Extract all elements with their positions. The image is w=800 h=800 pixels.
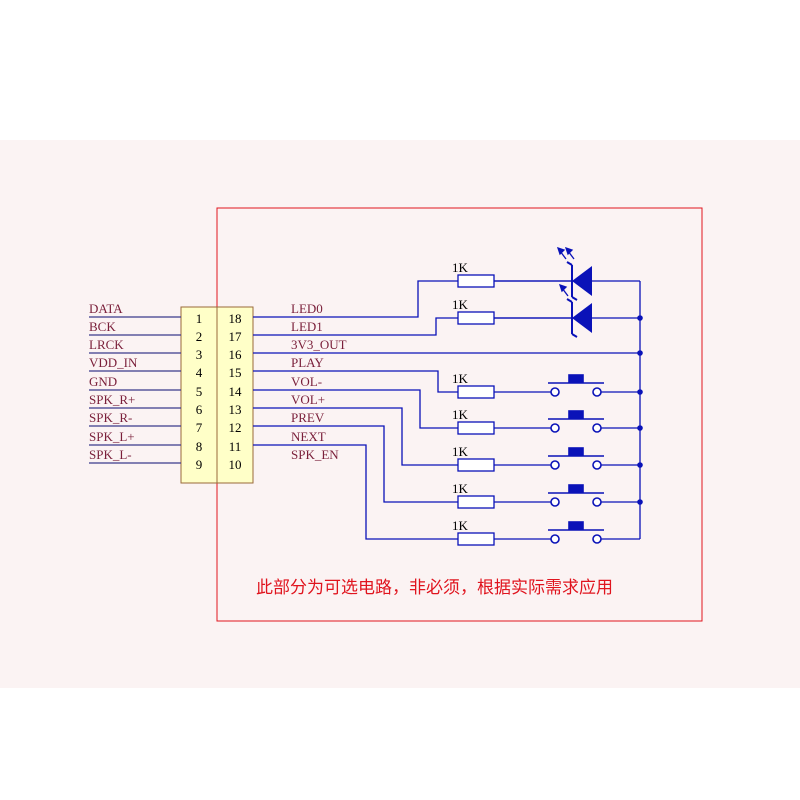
pin-number: 12 bbox=[229, 420, 242, 435]
pin-number: 5 bbox=[196, 384, 203, 399]
junction-dot bbox=[637, 389, 643, 395]
junction-dot bbox=[637, 462, 643, 468]
signal-label: GND bbox=[89, 374, 117, 389]
resistor bbox=[457, 311, 495, 325]
resistor-label: 1K bbox=[452, 444, 469, 459]
light-arrow-icon bbox=[558, 283, 569, 297]
signal-label: SPK_L- bbox=[89, 447, 132, 462]
wire-play bbox=[253, 370, 458, 393]
push-button bbox=[548, 410, 604, 433]
pin-number: 4 bbox=[196, 365, 203, 380]
pin-number: 3 bbox=[196, 347, 203, 362]
junction-dot bbox=[637, 350, 643, 356]
signal-label: DATA bbox=[89, 301, 123, 316]
led-cathode-tick bbox=[566, 298, 573, 303]
resistor-label: 1K bbox=[452, 297, 469, 312]
signal-label: LED0 bbox=[291, 301, 323, 316]
wire-led0 bbox=[253, 280, 458, 318]
signal-label: VOL+ bbox=[291, 392, 325, 407]
resistor bbox=[457, 532, 495, 546]
wire-led1 bbox=[253, 317, 458, 336]
pin-number: 7 bbox=[196, 420, 203, 435]
resistor-label: 1K bbox=[452, 371, 469, 386]
optional-circuit-note: 此部分为可选电路，非必须，根据实际需求应用 bbox=[256, 578, 613, 598]
pin-number: 9 bbox=[196, 457, 203, 472]
right-signals: 18 17 16 15 14 13 12 11 10 LED0 LED1 3V3… bbox=[229, 301, 347, 472]
resistor bbox=[457, 458, 495, 472]
pin-number: 2 bbox=[196, 329, 203, 344]
signal-label: BCK bbox=[89, 319, 116, 334]
resistor-label: 1K bbox=[452, 481, 469, 496]
signal-label: 3V3_OUT bbox=[291, 337, 347, 352]
light-arrow-icon bbox=[556, 246, 575, 260]
pin-number: 16 bbox=[229, 347, 243, 362]
push-button bbox=[548, 447, 604, 470]
led-0 bbox=[556, 246, 592, 301]
signal-label: VDD_IN bbox=[89, 355, 138, 370]
resistor-label: 1K bbox=[452, 407, 469, 422]
signal-label: LED1 bbox=[291, 319, 323, 334]
signal-label: LRCK bbox=[89, 337, 124, 352]
signal-label: SPK_L+ bbox=[89, 429, 135, 444]
resistor bbox=[457, 495, 495, 509]
push-button bbox=[548, 484, 604, 507]
resistor-label: 1K bbox=[452, 260, 469, 275]
junction-dot bbox=[637, 425, 643, 431]
led-cathode-tick bbox=[571, 296, 578, 301]
pin-number: 14 bbox=[229, 384, 243, 399]
led-cathode-tick bbox=[571, 333, 578, 338]
signal-label: PLAY bbox=[291, 355, 324, 370]
junction-dot bbox=[637, 499, 643, 505]
pin-number: 13 bbox=[229, 402, 242, 417]
signal-label: PREV bbox=[291, 410, 325, 425]
junction-dot bbox=[637, 315, 643, 321]
resistor bbox=[457, 274, 495, 288]
pin-number: 11 bbox=[229, 439, 242, 454]
pin-number: 15 bbox=[229, 365, 242, 380]
signal-label: SPK_EN bbox=[291, 447, 339, 462]
push-button bbox=[548, 521, 604, 544]
led-1 bbox=[558, 283, 592, 338]
signal-label: NEXT bbox=[291, 429, 326, 444]
led-triangle bbox=[572, 266, 592, 296]
signal-label: SPK_R- bbox=[89, 410, 132, 425]
signal-label: SPK_R+ bbox=[89, 392, 135, 407]
pin-number: 8 bbox=[196, 439, 203, 454]
signal-label: VOL- bbox=[291, 374, 322, 389]
pin-number: 18 bbox=[229, 311, 242, 326]
led-cathode-tick bbox=[566, 261, 573, 266]
wire-prev bbox=[253, 425, 458, 503]
pin-number: 17 bbox=[229, 329, 243, 344]
pin-number: 6 bbox=[196, 402, 203, 417]
resistor bbox=[457, 385, 495, 399]
push-button bbox=[548, 374, 604, 397]
led-triangle bbox=[572, 303, 592, 333]
wire-next bbox=[253, 444, 458, 540]
page-band bbox=[0, 140, 800, 688]
wire-vol-plus bbox=[253, 407, 458, 466]
wire-vol-minus bbox=[253, 389, 458, 429]
pin-number: 1 bbox=[196, 311, 203, 326]
resistor-label: 1K bbox=[452, 518, 469, 533]
resistor bbox=[457, 421, 495, 435]
left-signals: DATA BCK LRCK VDD_IN GND SPK_R+ SPK_R- S… bbox=[89, 301, 203, 472]
pin-number: 10 bbox=[229, 457, 242, 472]
